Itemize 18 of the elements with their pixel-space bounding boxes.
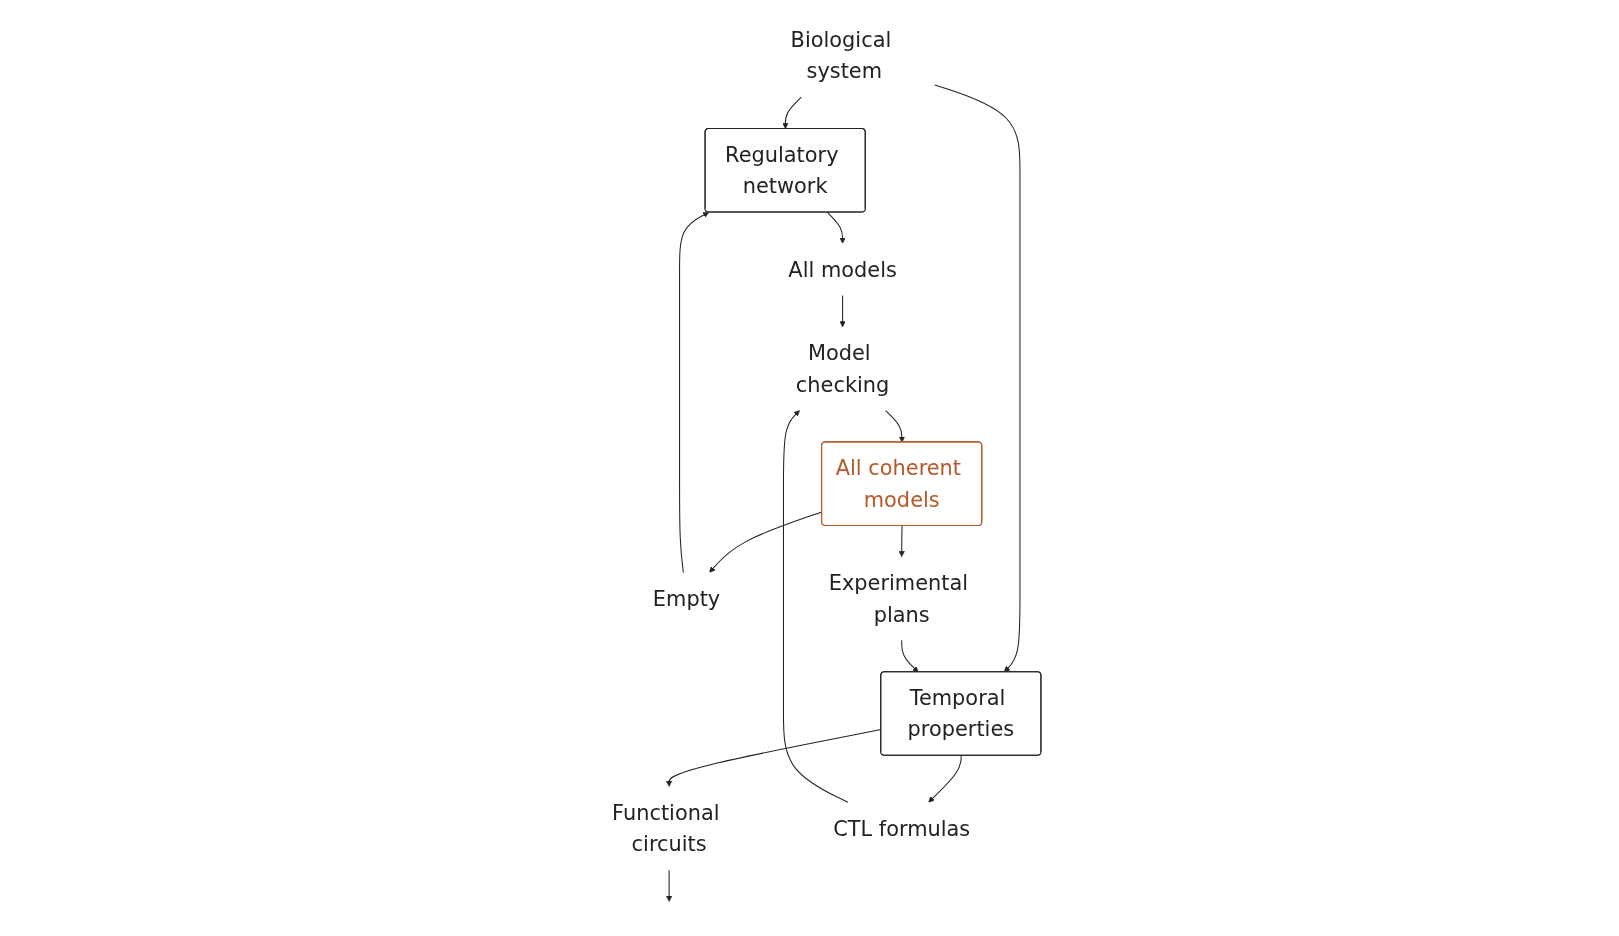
arrow (900, 639, 919, 673)
node-text: CTL formulas (832, 816, 971, 841)
arrow (665, 869, 672, 902)
arrow (884, 410, 905, 443)
arrow (898, 525, 905, 558)
node-text: All models (788, 257, 897, 282)
arrow (826, 211, 846, 244)
arrow (782, 410, 849, 803)
arrow (782, 96, 802, 130)
node-text: Empty (652, 586, 720, 611)
arrow (839, 295, 846, 328)
node-text: Experimental plans (828, 570, 968, 627)
node-text: Biological system (790, 27, 892, 84)
arrow (934, 84, 1021, 673)
arrow (928, 755, 962, 803)
arrow (678, 212, 709, 573)
node-text: Model checking (795, 340, 890, 397)
node-text: Functional circuits (611, 800, 720, 857)
